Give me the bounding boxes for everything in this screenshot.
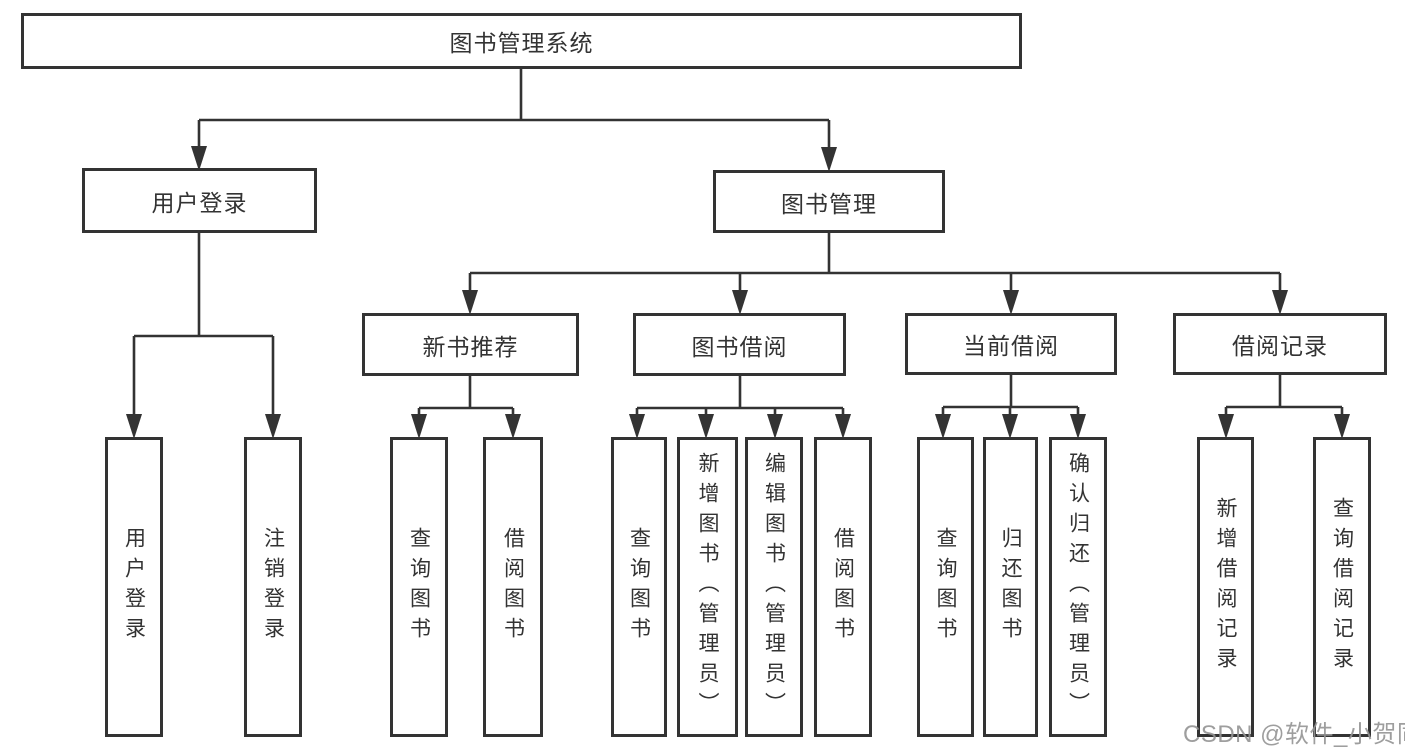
leaf-label: 查询借阅记录 <box>1330 497 1354 677</box>
leaf-query-books-current: 查询图书 <box>917 437 974 737</box>
leaf-label: 借阅图书 <box>501 527 525 647</box>
leaf-edit-books-admin: 编辑图书（管理员） <box>745 437 803 737</box>
leaf-confirm-return-admin: 确认归还（管理员） <box>1049 437 1107 737</box>
node-label: 新书推荐 <box>422 333 519 360</box>
node-label: 图书管理系统 <box>449 30 594 56</box>
arrow-icon <box>732 290 748 315</box>
leaf-logout: 注销登录 <box>244 437 302 737</box>
node-borrowing-records: 借阅记录 <box>1173 313 1387 375</box>
node-label: 用户登录 <box>151 189 248 216</box>
connector-newbook-to-leaves <box>417 376 515 434</box>
arrow-icon <box>191 146 207 171</box>
leaf-query-borrow-record: 查询借阅记录 <box>1313 437 1371 737</box>
leaf-borrow-books-recommend: 借阅图书 <box>483 437 543 737</box>
leaf-user-login: 用户登录 <box>105 437 163 737</box>
connector-bookmgmt-to-level3 <box>468 233 1282 310</box>
node-label: 当前借阅 <box>963 333 1059 359</box>
leaf-label: 查询图书 <box>934 527 957 647</box>
leaf-borrow-books: 借阅图书 <box>814 437 872 737</box>
leaf-label: 注销登录 <box>261 527 285 647</box>
arrow-icon <box>629 414 645 439</box>
arrow-icon <box>821 147 837 172</box>
leaf-add-borrow-record: 新增借阅记录 <box>1197 437 1254 737</box>
arrowheads <box>126 146 1350 439</box>
arrow-icon <box>1334 414 1350 439</box>
arrow-icon <box>835 414 851 439</box>
leaf-query-books-borrowing: 查询图书 <box>611 437 667 737</box>
arrow-icon <box>935 414 951 439</box>
arrow-icon <box>126 414 142 439</box>
arrow-icon <box>505 414 521 439</box>
leaf-label: 归还图书 <box>999 527 1022 647</box>
arrow-icon <box>265 414 281 439</box>
node-user-login: 用户登录 <box>82 168 317 233</box>
leaf-label: 确认归还（管理员） <box>1066 452 1090 722</box>
node-new-book-recommend: 新书推荐 <box>362 313 579 376</box>
leaf-label: 编辑图书（管理员） <box>762 452 786 722</box>
connector-root-to-level2 <box>197 69 831 167</box>
arrow-icon <box>1003 290 1019 315</box>
connector-userlogin-to-leaves <box>132 233 275 434</box>
node-label: 借阅记录 <box>1232 333 1328 359</box>
leaf-label: 查询图书 <box>407 527 431 647</box>
leaf-label: 查询图书 <box>627 527 651 647</box>
node-label: 图书管理 <box>781 190 877 217</box>
arrow-icon <box>1218 414 1234 439</box>
leaf-query-books-recommend: 查询图书 <box>390 437 448 737</box>
leaf-add-books-admin: 新增图书（管理员） <box>677 437 738 737</box>
leaf-label: 新增图书（管理员） <box>696 452 719 722</box>
connector-borrowrecord-to-leaves <box>1224 375 1344 434</box>
arrow-icon <box>462 290 478 315</box>
arrow-icon <box>411 414 427 439</box>
node-book-management: 图书管理 <box>713 170 945 233</box>
node-label: 图书借阅 <box>691 333 788 360</box>
leaf-label: 新增借阅记录 <box>1214 497 1237 677</box>
connector-bookborrow-to-leaves <box>635 376 845 434</box>
arrow-icon <box>1272 290 1288 315</box>
node-book-borrowing: 图书借阅 <box>633 313 846 376</box>
arrow-icon <box>1002 414 1018 439</box>
arrow-icon <box>767 414 783 439</box>
leaf-return-books: 归还图书 <box>983 437 1038 737</box>
arrow-icon <box>1070 414 1086 439</box>
leaf-label: 借阅图书 <box>831 527 855 647</box>
node-current-borrowing: 当前借阅 <box>905 313 1117 375</box>
arrow-icon <box>698 414 714 439</box>
node-library-system: 图书管理系统 <box>21 13 1022 69</box>
csdn-watermark: CSDN @软件_小贺同学 <box>1183 721 1405 747</box>
leaf-label: 用户登录 <box>122 527 146 647</box>
